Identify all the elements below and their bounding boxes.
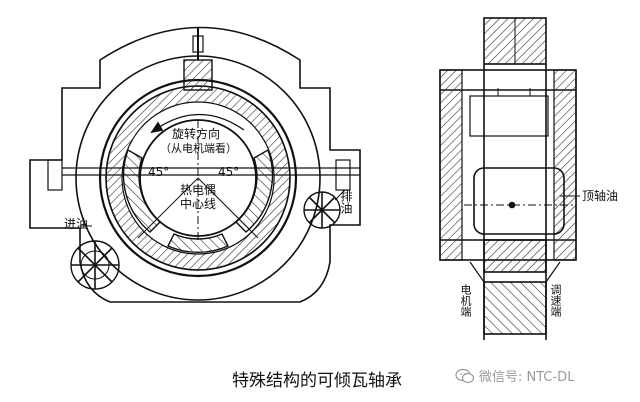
oil-outlet-label: 排油 bbox=[339, 190, 353, 214]
watermark: 微信号: NTC-DL bbox=[455, 366, 574, 385]
thermocouple-label: 热电偶 bbox=[180, 183, 217, 197]
pad-section bbox=[469, 95, 549, 137]
pad-left bbox=[122, 148, 162, 233]
oil-inlet-label: 进油 bbox=[64, 217, 89, 231]
centerline-label: 中心线 bbox=[180, 197, 217, 211]
housing-outline bbox=[29, 26, 361, 303]
shaft-end bbox=[483, 281, 547, 335]
angle-right-label: 45° bbox=[218, 165, 240, 179]
angle-left-label: 45° bbox=[148, 165, 170, 179]
motor-end-label: 电机端 bbox=[459, 284, 472, 317]
carrier-ring-hatch bbox=[105, 85, 291, 271]
rotation-direction-note: （从电机端看） bbox=[160, 142, 237, 155]
lower-block bbox=[483, 239, 547, 273]
rotation-direction-label: 旋转方向 bbox=[172, 127, 221, 141]
watermark-text: 微信号: NTC-DL bbox=[479, 370, 575, 385]
front-view bbox=[29, 26, 361, 303]
rotation-arrow bbox=[151, 113, 245, 133]
figure-caption: 特殊结构的可倾瓦轴承 bbox=[232, 371, 402, 391]
wechat-icon bbox=[455, 368, 475, 383]
side-view bbox=[439, 17, 580, 340]
top-block bbox=[183, 59, 213, 91]
exciter-end-label: 调速端 bbox=[549, 284, 562, 317]
jacking-oil-label: 顶轴油 bbox=[582, 189, 619, 203]
pad-bottom bbox=[167, 233, 229, 253]
pad-right bbox=[234, 148, 274, 233]
